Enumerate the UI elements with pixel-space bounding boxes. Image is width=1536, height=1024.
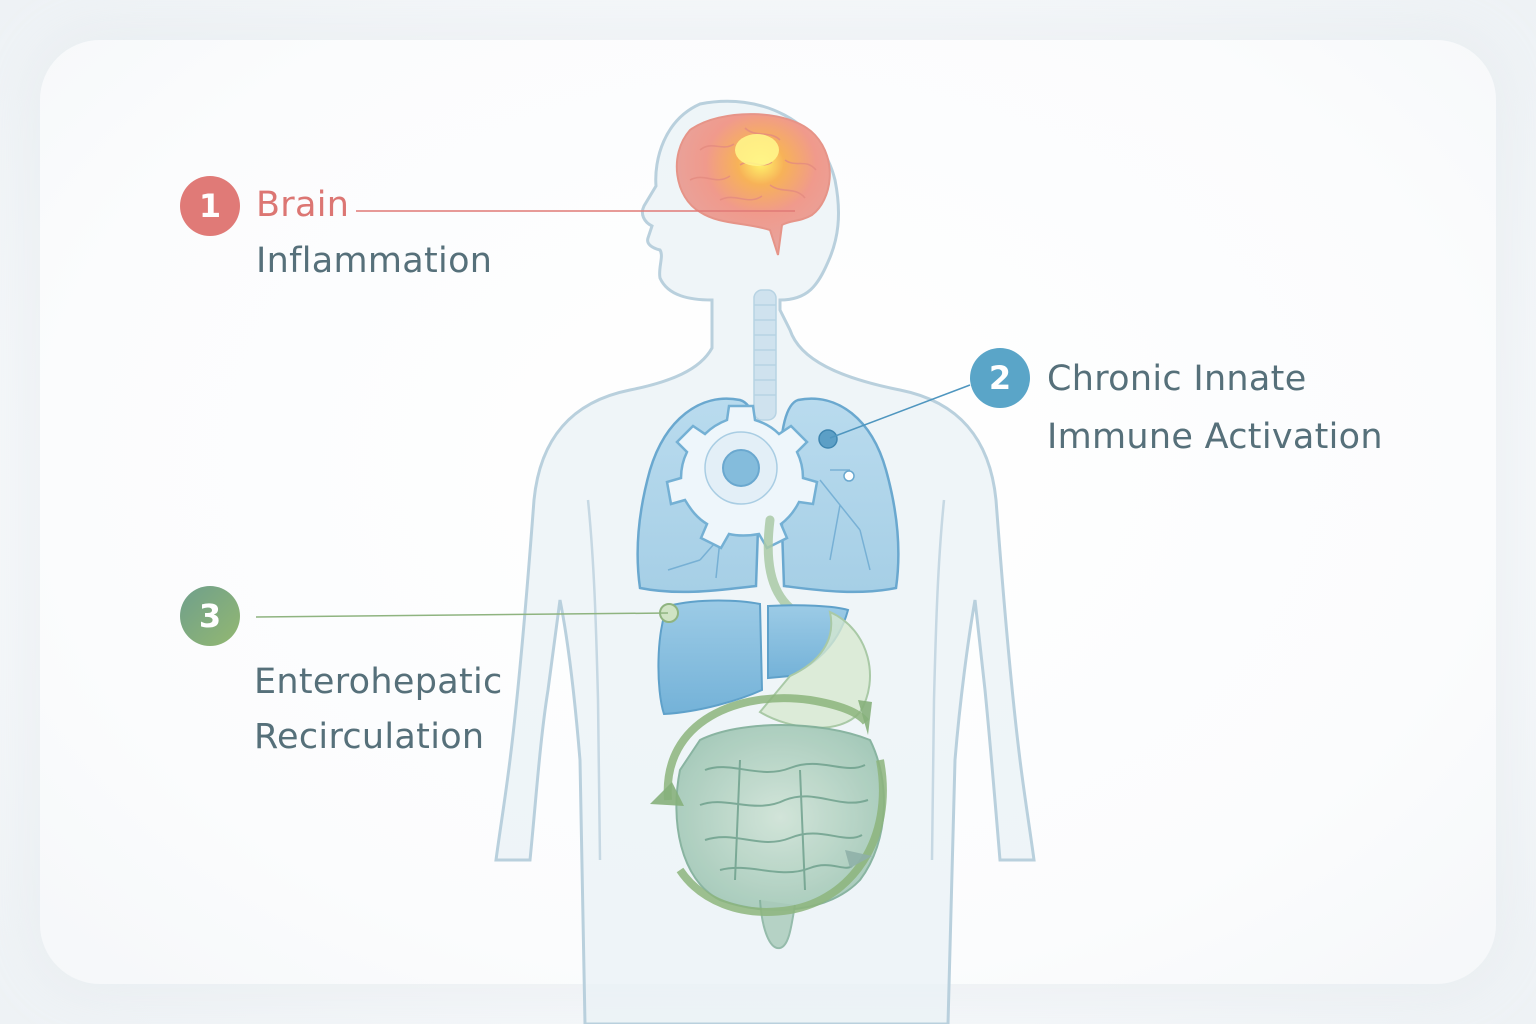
immune-cell-marker: [818, 429, 838, 449]
callout-1-title-text: Brain: [256, 185, 350, 225]
recirculation-arrows-icon: [663, 694, 887, 916]
callout-2-title: Chronic Innate: [1047, 359, 1307, 399]
callout-1-title: Brain: [256, 177, 349, 234]
callout-1-subtitle: Inflammation: [256, 241, 493, 281]
callout-3-title: Enterohepatic: [254, 662, 503, 702]
brain-organ: [675, 113, 831, 256]
liver-organ: [657, 599, 850, 716]
gear-icon: [665, 404, 819, 550]
callout-3-subtitle: Recirculation: [254, 717, 485, 757]
callout-badge-3: 3: [180, 586, 240, 646]
callout-badge-2: 2: [970, 348, 1030, 408]
callout-2-subtitle: Immune Activation: [1047, 417, 1383, 457]
callout-badge-1: 1: [180, 176, 240, 236]
immune-connector-line: [829, 384, 971, 439]
recirculation-connector-line: [255, 612, 669, 618]
